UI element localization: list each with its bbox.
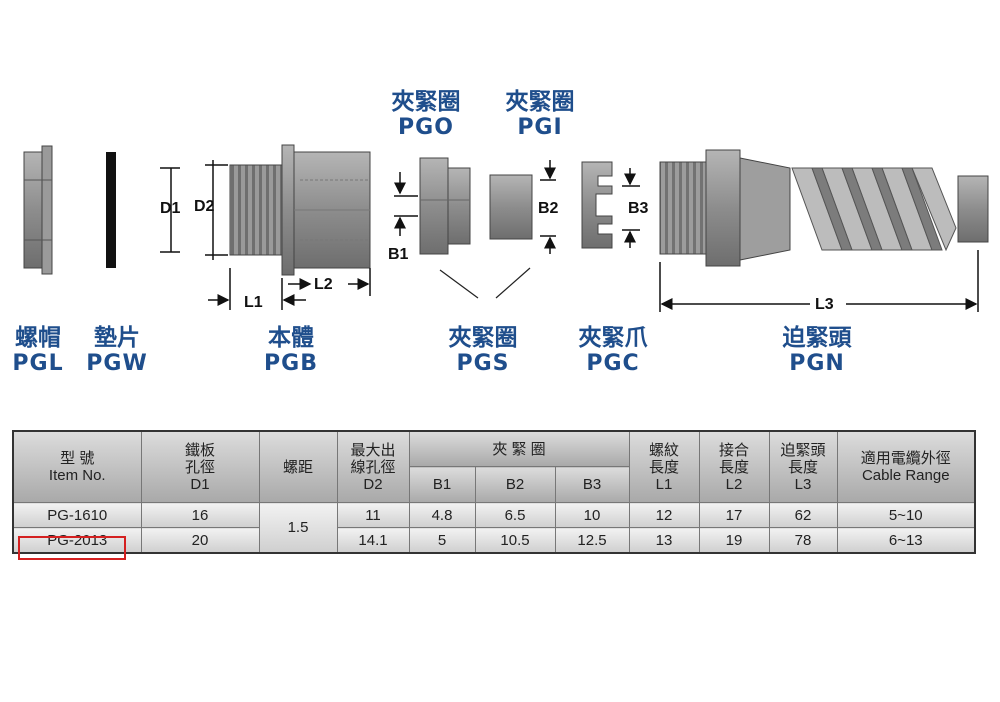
pgi-ring-shape: [489, 174, 533, 240]
cell-d2: 14.1: [336, 527, 410, 554]
l2-label: L2: [314, 276, 333, 293]
cell-item: PG-1610: [12, 502, 142, 528]
cell-l2: 19: [698, 527, 770, 554]
cell-l3: 62: [768, 502, 838, 528]
l3-label: L3: [815, 296, 834, 313]
cell-d1: 16: [140, 502, 260, 528]
cell-l1: 13: [628, 527, 700, 554]
header-b3: B3: [554, 466, 630, 503]
header-pitch: 螺距: [258, 430, 338, 503]
pgl-nut-shape: [23, 145, 53, 275]
d1-label: D1: [160, 200, 181, 217]
cable-gland-exploded-diagram: [23, 144, 989, 312]
cell-b1: 5: [408, 527, 476, 554]
cell-pitch: 1.5: [258, 502, 338, 554]
cell-l3: 78: [768, 527, 838, 554]
cell-range: 6~13: [836, 527, 976, 554]
header-b1: B1: [408, 466, 476, 503]
table-row: PG-2013 20 14.1 5 10.5 12.5 13 19 78 6~1…: [12, 527, 976, 554]
d2-label: D2: [194, 198, 215, 215]
header-ring: 夾 緊 圈: [408, 430, 630, 467]
pgc-claw-shape: [581, 161, 613, 249]
cell-item: PG-2013: [12, 527, 142, 554]
header-b2: B2: [474, 466, 556, 503]
highlight-box: [18, 536, 126, 560]
pgo-ring-shape: [419, 157, 471, 255]
pgn-head-shape: [659, 149, 989, 267]
pgw-washer-shape: [106, 152, 116, 268]
cell-l1: 12: [628, 502, 700, 528]
pgb-body-shape: [229, 144, 371, 276]
cell-b3: 12.5: [554, 527, 630, 554]
cell-d1: 20: [140, 527, 260, 554]
b3-label: B3: [628, 200, 649, 217]
l1-label: L1: [244, 294, 263, 311]
cell-b2: 6.5: [474, 502, 556, 528]
cell-range: 5~10: [836, 502, 976, 528]
cell-b3: 10: [554, 502, 630, 528]
b2-label: B2: [538, 200, 559, 217]
table-row: PG-1610 16 1.5 11 4.8 6.5 10 12 17 62 5~…: [12, 502, 976, 554]
cell-b1: 4.8: [408, 502, 476, 528]
cell-b2: 10.5: [474, 527, 556, 554]
b1-label: B1: [388, 246, 409, 263]
cell-d2: 11: [336, 502, 410, 528]
cell-l2: 17: [698, 502, 770, 528]
